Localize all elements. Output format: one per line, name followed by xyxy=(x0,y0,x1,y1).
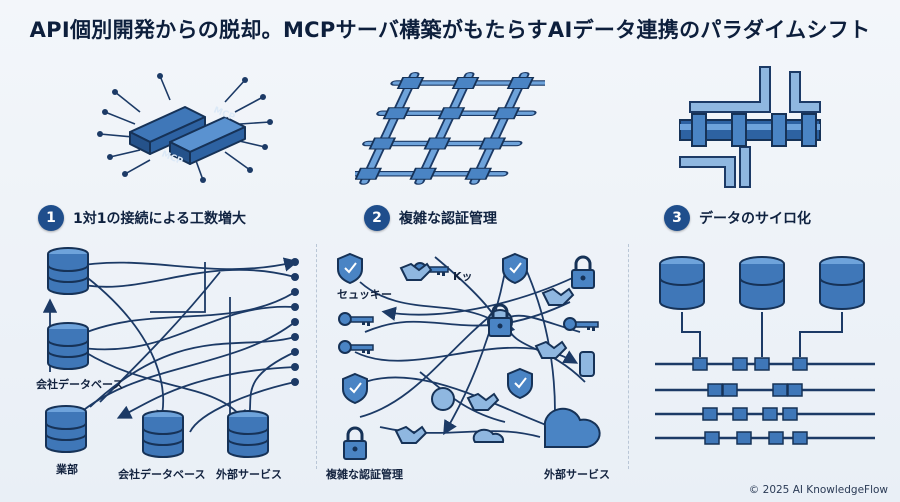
grid-network-icon xyxy=(355,71,545,185)
section-3-number: 3 xyxy=(664,205,690,231)
panel-3-diagram xyxy=(655,256,875,445)
panel-2-label-security: セュッキー xyxy=(337,288,392,301)
panel-2-label-auth: 複雑な認証管理 xyxy=(326,468,403,481)
divider-2 xyxy=(628,244,629,469)
panel-2-diagram: Kッ xyxy=(337,253,601,461)
mcp-chain-icon: MCP MCP xyxy=(97,73,273,183)
divider-1 xyxy=(316,244,317,469)
pipes-icon xyxy=(679,66,821,188)
section-2-number: 2 xyxy=(364,205,390,231)
panel-1-label-db-mid: 会社データベース xyxy=(36,378,124,391)
section-1-number: 1 xyxy=(38,205,64,231)
section-2-heading: 2 複雑な認証管理 xyxy=(364,205,497,231)
section-3-heading: 3 データのサイロ化 xyxy=(664,205,811,231)
section-2-label: 複雑な認証管理 xyxy=(399,211,497,227)
panel-2-label-ext: 外部サービス xyxy=(544,468,610,481)
page-title: API個別開発からの脱却。MCPサーバ構築がもたらすAIデータ連携のパラダイムシ… xyxy=(29,18,871,42)
svg-text:Kッ: Kッ xyxy=(453,270,473,283)
panel-1-label-bottom-ext: 外部サービス xyxy=(216,468,282,481)
panel-1-label-bottom-db: 会社データベース xyxy=(118,468,206,481)
panel-1-label-bottom-left: 業部 xyxy=(56,463,78,476)
copyright: © 2025 AI KnowledgeFlow xyxy=(748,484,888,496)
panel-1-diagram xyxy=(42,247,299,458)
section-1-heading: 1 1対1の接続による工数増大 xyxy=(38,205,246,231)
section-1-label: 1対1の接続による工数増大 xyxy=(73,211,247,227)
section-3-label: データのサイロ化 xyxy=(699,211,811,227)
